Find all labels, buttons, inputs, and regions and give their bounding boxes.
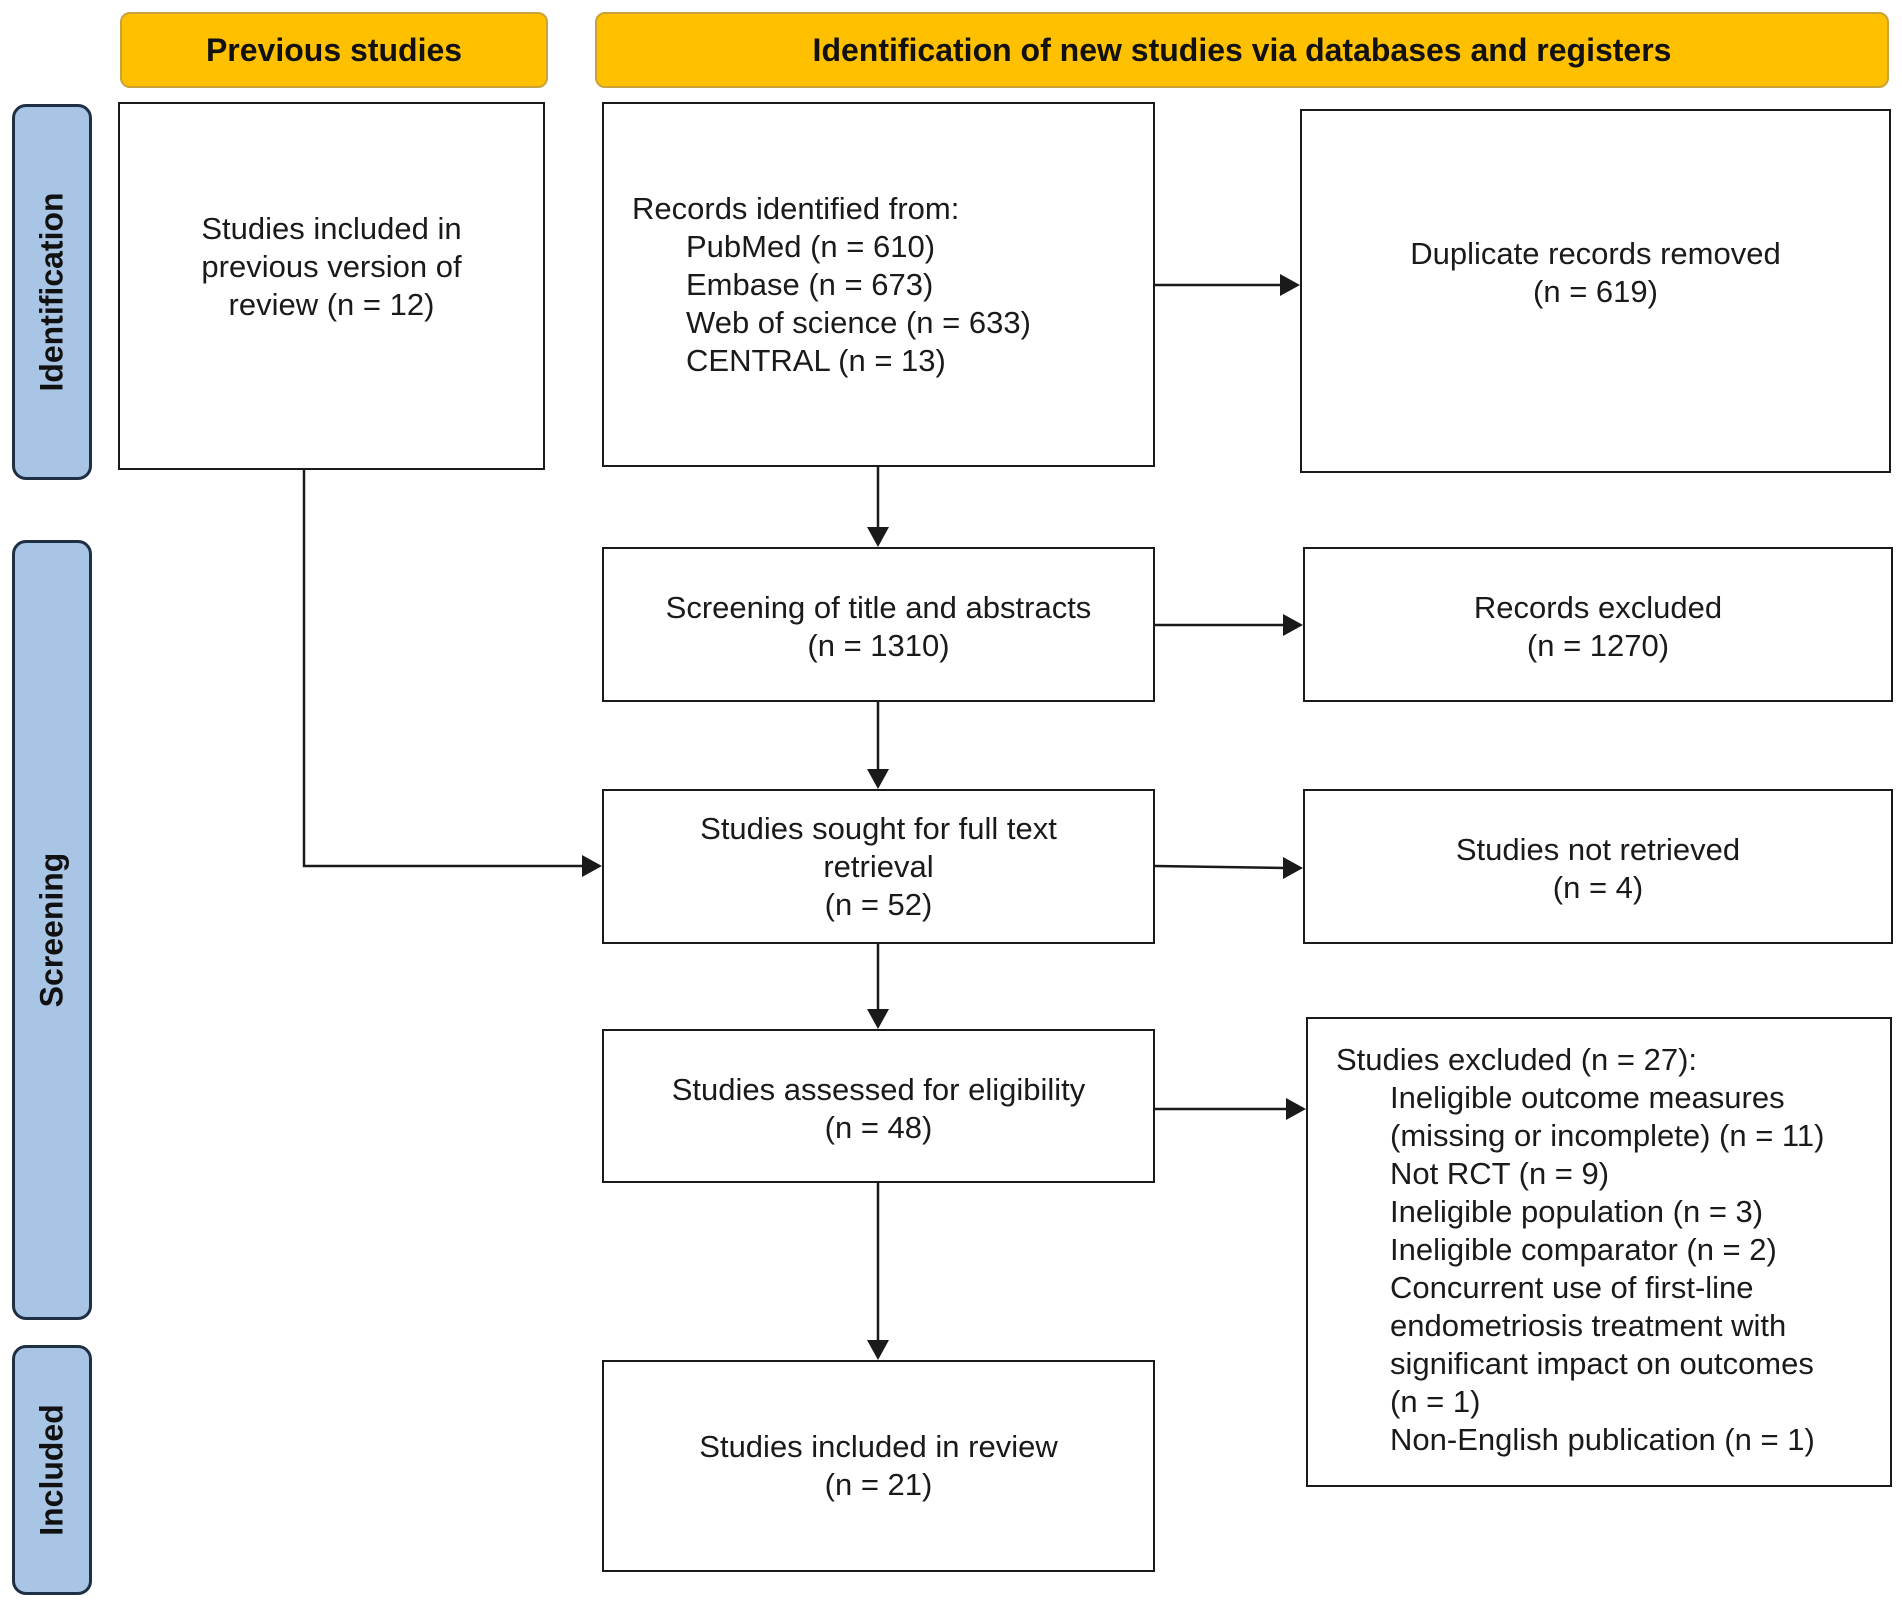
duplicates-line-1: Duplicate records removed xyxy=(1410,236,1781,271)
records-sources: PubMed (n = 610) Embase (n = 673) Web of… xyxy=(632,228,1031,380)
source-embase: Embase (n = 673) xyxy=(686,267,934,302)
previous-line-1: Studies included in xyxy=(201,211,462,246)
arrow-previous-to-sought xyxy=(302,470,584,868)
previous-line-3: review (n = 12) xyxy=(228,287,435,322)
header-previous-studies: Previous studies xyxy=(120,12,548,88)
header-new-studies: Identification of new studies via databa… xyxy=(595,12,1889,88)
excluded-heading: Studies excluded (n = 27): xyxy=(1336,1042,1698,1077)
arrowhead-assessed xyxy=(867,1009,889,1029)
box-previous-studies: Studies included in previous version of … xyxy=(118,102,545,470)
source-central: CENTRAL (n = 13) xyxy=(686,343,946,378)
sought-line-2: retrieval xyxy=(823,848,934,884)
reason-9: (n = 1) xyxy=(1390,1384,1481,1419)
reason-8: significant impact on outcomes xyxy=(1390,1346,1814,1381)
box-sought-full-text: Studies sought for full text retrieval (… xyxy=(602,789,1155,944)
header-new-studies-label: Identification of new studies via databa… xyxy=(812,31,1672,68)
included-line-2: (n = 21) xyxy=(824,1467,933,1502)
screening-line-1: Screening of title and abstracts xyxy=(665,590,1092,625)
previous-line-2: previous version of xyxy=(201,249,462,284)
box-records-excluded: Records excluded (n = 1270) xyxy=(1303,547,1893,702)
assessed-line-1: Studies assessed for eligibility xyxy=(671,1072,1086,1107)
records-heading: Records identified from: xyxy=(632,191,960,226)
reason-6: Concurrent use of first-line xyxy=(1390,1270,1754,1305)
box-screening: Screening of title and abstracts (n = 13… xyxy=(602,547,1155,702)
reason-1: Ineligible outcome measures xyxy=(1390,1080,1785,1115)
phase-identification: Identification xyxy=(12,104,92,480)
box-duplicates-removed: Duplicate records removed (n = 619) xyxy=(1300,109,1891,473)
not-retrieved-line-2: (n = 4) xyxy=(1552,870,1644,905)
arrowhead-sought xyxy=(867,769,889,789)
source-pubmed: PubMed (n = 610) xyxy=(686,229,936,264)
box-studies-excluded: Studies excluded (n = 27): Ineligible ou… xyxy=(1306,1017,1892,1487)
reason-5: Ineligible comparator (n = 2) xyxy=(1390,1232,1777,1267)
assessed-line-2: (n = 48) xyxy=(824,1110,933,1145)
reason-7: endometriosis treatment with xyxy=(1390,1308,1787,1343)
duplicates-line-2: (n = 619) xyxy=(1533,274,1658,309)
box-assessed-eligibility: Studies assessed for eligibility (n = 48… xyxy=(602,1029,1155,1183)
included-line-1: Studies included in review xyxy=(699,1429,1058,1464)
sought-line-3: (n = 52) xyxy=(824,886,933,922)
reason-4: Ineligible population (n = 3) xyxy=(1390,1194,1764,1229)
arrowhead-previous-to-sought xyxy=(582,855,602,877)
reason-10: Non-English publication (n = 1) xyxy=(1390,1422,1815,1457)
sought-line-1: Studies sought for full text xyxy=(700,810,1057,846)
box-records-identified: Records identified from: PubMed (n = 610… xyxy=(602,102,1155,467)
records-excluded-line-2: (n = 1270) xyxy=(1526,628,1670,663)
arrowhead-studies-excluded xyxy=(1286,1098,1306,1120)
not-retrieved-line-1: Studies not retrieved xyxy=(1455,832,1741,867)
exclusion-reasons: Ineligible outcome measures (missing or … xyxy=(1336,1079,1824,1459)
arrowhead-records-excluded xyxy=(1283,614,1303,636)
phase-screening: Screening xyxy=(12,540,92,1320)
arrowhead-screening xyxy=(867,527,889,547)
box-not-retrieved: Studies not retrieved (n = 4) xyxy=(1303,789,1893,944)
records-excluded-line-1: Records excluded xyxy=(1473,590,1723,625)
arrowhead-duplicates xyxy=(1280,274,1300,296)
arrowhead-included xyxy=(867,1340,889,1360)
reason-3: Not RCT (n = 9) xyxy=(1390,1156,1610,1191)
phase-included: Included xyxy=(12,1345,92,1595)
screening-line-2: (n = 1310) xyxy=(807,628,950,663)
arrow-sought-to-not-retrieved xyxy=(1154,864,1286,870)
box-included-review: Studies included in review (n = 21) xyxy=(602,1360,1155,1572)
reason-2: (missing or incomplete) (n = 11) xyxy=(1390,1118,1825,1153)
source-web-of-science: Web of science (n = 633) xyxy=(686,305,1031,340)
arrowhead-not-retrieved xyxy=(1283,857,1303,879)
header-previous-studies-label: Previous studies xyxy=(205,31,463,68)
